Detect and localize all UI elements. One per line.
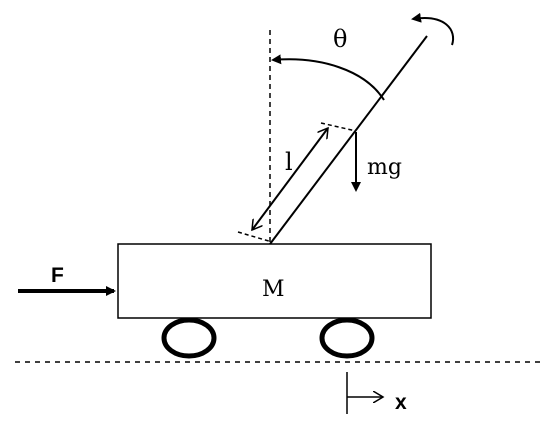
cart-body bbox=[117, 243, 432, 319]
position-label: x bbox=[395, 391, 407, 414]
force-label: F bbox=[51, 264, 64, 287]
rotation-arrow bbox=[411, 12, 455, 46]
length-tick-bottom bbox=[237, 231, 273, 243]
length-tick-top bbox=[320, 122, 357, 132]
length-dimension-arrow bbox=[252, 128, 328, 230]
left-wheel bbox=[161, 317, 217, 359]
length-label: l bbox=[285, 148, 293, 176]
gravity-label: mg bbox=[367, 155, 402, 180]
theta-arc bbox=[271, 54, 385, 101]
theta-label: θ bbox=[333, 25, 347, 53]
mass-label: M bbox=[262, 277, 285, 302]
right-wheel bbox=[319, 317, 375, 359]
pendulum-rod bbox=[269, 35, 428, 245]
